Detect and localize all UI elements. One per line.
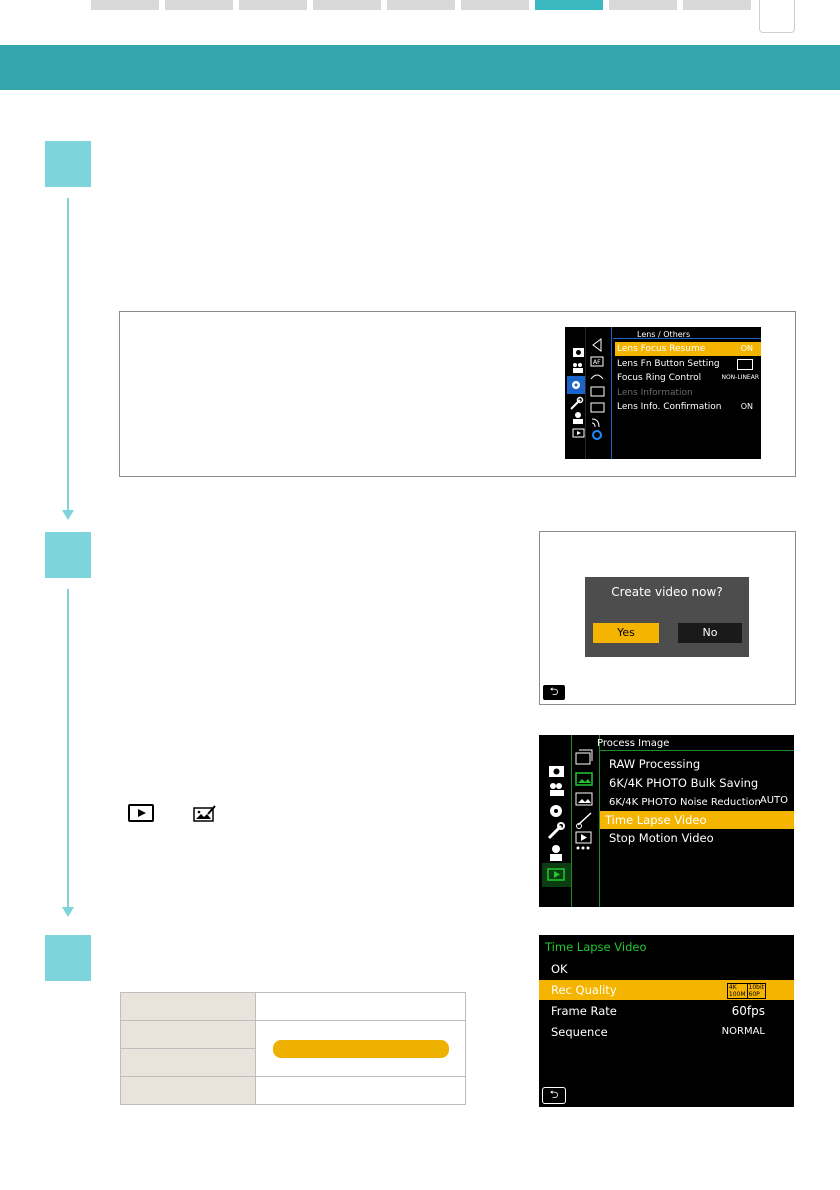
step-connector-line (67, 198, 69, 510)
table-value-cell (255, 992, 466, 1021)
menu-page-column: AF (587, 327, 612, 459)
chapter-tab[interactable] (165, 0, 233, 10)
menu-item-label: Time Lapse Video (605, 812, 707, 827)
menu-page-column (571, 735, 600, 907)
menu-item-label: OK (551, 962, 568, 976)
table-value-cell (255, 1020, 466, 1077)
menu-item-label: Focus Ring Control (617, 373, 702, 383)
return-icon[interactable]: ⮌ (542, 1087, 566, 1104)
table-label-cell (120, 992, 256, 1021)
chapter-tab[interactable] (387, 0, 455, 10)
chapter-tab[interactable] (609, 0, 677, 10)
return-icon[interactable]: ⮌ (542, 684, 566, 701)
menu-item[interactable]: Time Lapse Video (600, 810, 794, 829)
menu-item-label: 6K/4K PHOTO Bulk Saving (609, 775, 759, 790)
chapter-tab[interactable] (313, 0, 381, 10)
lens-menu-title: Lens / Others (637, 330, 691, 339)
create-video-screen: Create video now? Yes No ⮌ (539, 531, 796, 705)
menu-item[interactable]: Sequence NORMAL (545, 1022, 791, 1042)
menu-title-divider (613, 338, 761, 339)
menu-item-value: AUTO (759, 795, 788, 806)
menu-item-value: NON-LINEAR (721, 374, 759, 381)
chapter-tab[interactable] (91, 0, 159, 10)
menu-item[interactable]: Lens Fn Button Setting (615, 357, 761, 371)
menu-item-value: 60fps (731, 1004, 765, 1018)
menu-item[interactable]: 6K/4K PHOTO Bulk Saving (604, 774, 794, 792)
playback-icon (128, 804, 154, 822)
menu-item[interactable]: OK (545, 959, 791, 979)
menu-item[interactable]: Lens Info. Confirmation ON (615, 400, 761, 414)
step-connector-line (67, 589, 69, 907)
step-arrow-icon (62, 510, 74, 520)
no-button[interactable]: No (678, 623, 742, 643)
menu-item-label: Lens Information (617, 387, 693, 398)
chapter-tab[interactable] (535, 0, 603, 10)
step-1-marker (45, 141, 91, 187)
menu-item-label: Stop Motion Video (609, 831, 714, 845)
menu-item-label: Sequence (551, 1025, 608, 1039)
chapter-tab[interactable] (461, 0, 529, 10)
create-video-dialog: Create video now? Yes No (585, 577, 749, 657)
menu-title-divider (599, 750, 794, 751)
menu-item-label: Rec Quality (551, 983, 617, 997)
process-image-icon (193, 805, 216, 822)
table-row (120, 992, 466, 1021)
chapter-tab[interactable] (239, 0, 307, 10)
menu-item[interactable]: Frame Rate 60fps (545, 1001, 791, 1021)
menu-page-icons (575, 749, 593, 850)
menu-page-icons: AF (590, 338, 605, 440)
highlight-bar (272, 1039, 449, 1058)
menu-item-value: ON (740, 402, 753, 411)
timelapse-menu-title: Time Lapse Video (545, 940, 647, 954)
table-label-cell (120, 1076, 256, 1105)
table-label-cell (120, 1020, 256, 1049)
menu-item[interactable]: Lens Focus Resume ON (615, 342, 761, 356)
table-label-cell (120, 1048, 256, 1077)
step-3-marker (45, 935, 91, 981)
menu-item-label: RAW Processing (609, 757, 701, 771)
menu-item[interactable]: Focus Ring Control NON-LINEAR (615, 371, 761, 385)
menu-item-label: Lens Info. Confirmation (617, 402, 722, 412)
menu-item-label: 6K/4K PHOTO Noise Reduction (609, 797, 761, 808)
process-menu-title: Process Image (597, 738, 670, 749)
menu-item[interactable]: Stop Motion Video (604, 829, 794, 847)
menu-item-value: ON (740, 344, 753, 353)
menu-category-column (565, 327, 586, 459)
chapter-tab[interactable] (683, 0, 751, 10)
svg-text:AF: AF (593, 359, 601, 366)
settings-table (120, 992, 466, 1105)
step-arrow-icon (62, 907, 74, 917)
page-number-box (759, 0, 795, 33)
menu-category-icons (567, 348, 585, 438)
fn-button-badge-icon (737, 357, 753, 375)
menu-category-column (539, 735, 572, 907)
menu-item-label: Lens Focus Resume (617, 344, 706, 354)
menu-item[interactable]: RAW Processing (604, 755, 794, 773)
table-row (120, 1076, 466, 1105)
process-image-menu-screen: Process Image RAW Processing 6K/4K PHOTO … (539, 735, 794, 907)
yes-button[interactable]: Yes (593, 623, 659, 643)
section-header-bar (0, 45, 840, 90)
menu-category-icons (542, 766, 571, 887)
menu-item[interactable]: Lens Information (615, 386, 761, 400)
menu-item-value: NORMAL (721, 1026, 765, 1037)
table-value-cell (255, 1076, 466, 1105)
menu-item-label: Frame Rate (551, 1004, 617, 1018)
dialog-message: Create video now? (611, 585, 723, 599)
menu-item-label: Lens Fn Button Setting (617, 358, 720, 369)
step-2-marker (45, 532, 91, 578)
table-row (120, 1020, 466, 1077)
